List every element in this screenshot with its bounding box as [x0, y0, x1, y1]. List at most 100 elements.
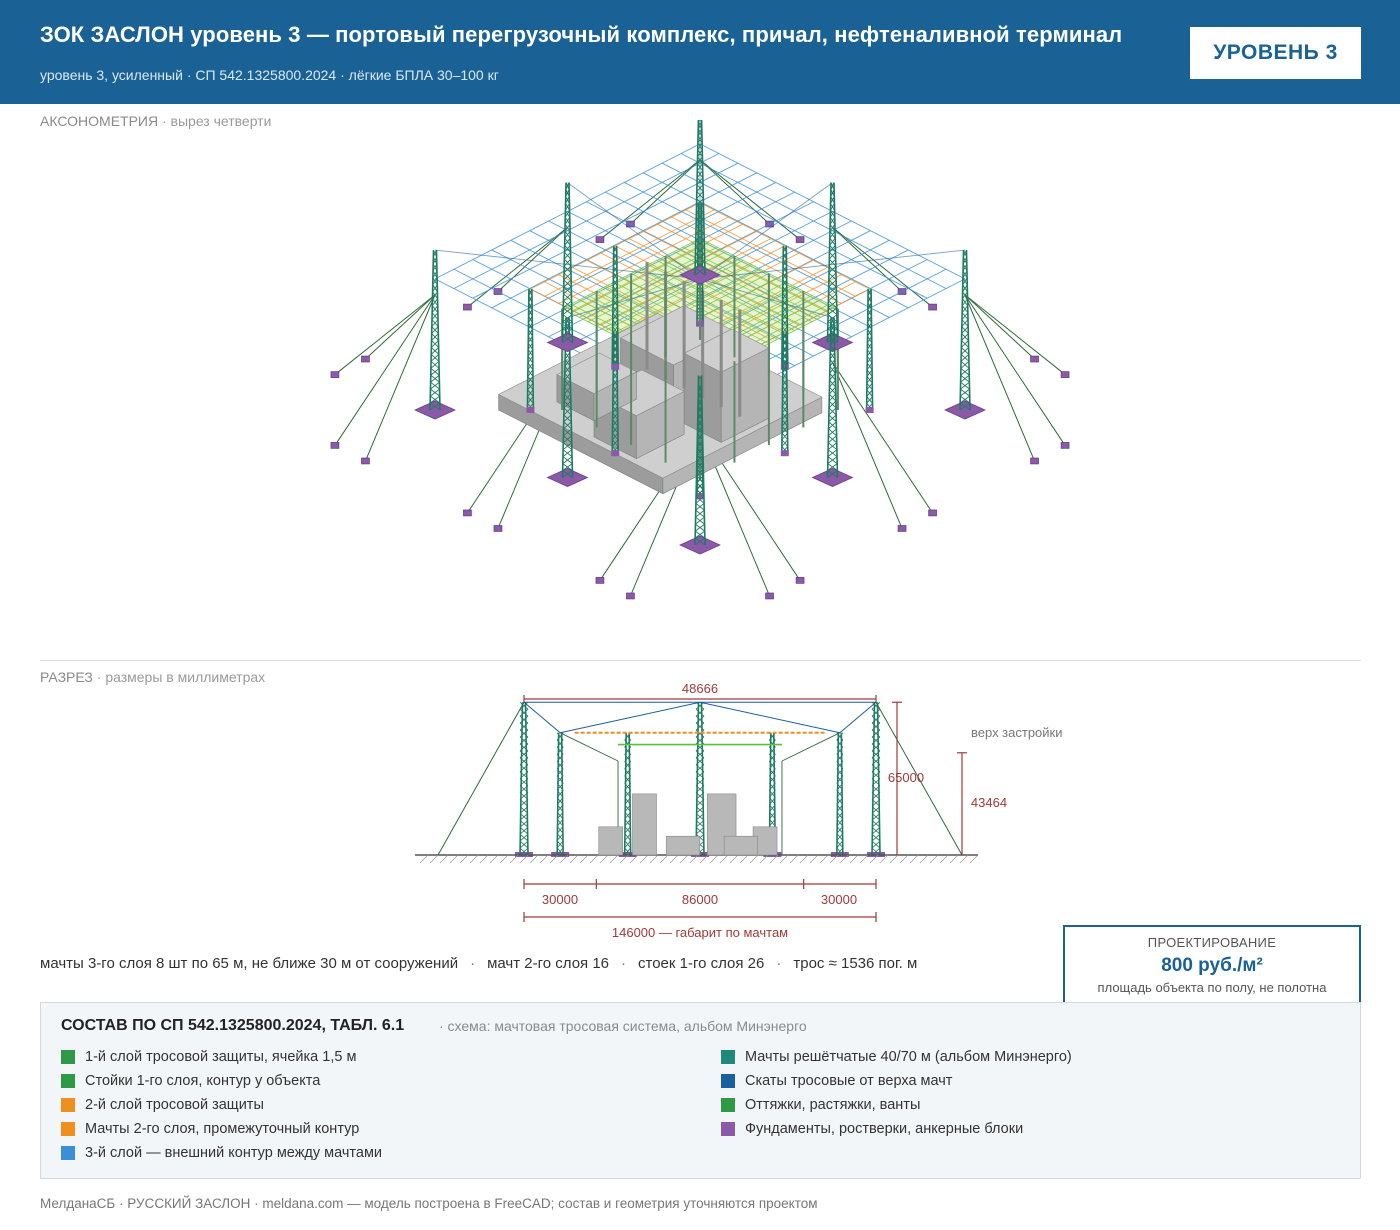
iso-mast-layer3-brace — [430, 360, 440, 369]
iso-guy-wire — [699, 159, 770, 225]
section-mast-leg — [871, 702, 876, 856]
section-mast-leg — [628, 732, 632, 856]
iso-mast-layer3-brace — [696, 454, 704, 462]
stat-masts-layer3: мачты 3-го слоя 8 шт по 65 м, не ближе 3… — [40, 955, 459, 972]
iso-mast-layer3-brace — [432, 263, 438, 272]
section-mast-leg — [560, 732, 564, 856]
iso-mast-layer2-brace — [612, 385, 618, 393]
iso-mast-layer3-brace — [697, 128, 703, 137]
iso-mast-layer2-brace — [612, 412, 619, 420]
section-mast-brace — [624, 840, 631, 849]
iso-guy-wire — [699, 159, 801, 240]
iso-mast-layer3-brace — [695, 239, 705, 248]
iso-mast-layer3-brace — [430, 374, 440, 383]
section-ground-hatch — [419, 854, 429, 864]
composition-legend: СОСТАВ ПО СП 542.1325800.2024, ТАБЛ. 6.1… — [40, 1002, 1361, 1179]
iso-mast-layer2-brace — [528, 309, 533, 317]
iso-mast-layer3-brace — [697, 412, 703, 421]
section-mast-leg — [700, 702, 705, 856]
iso-mast-layer3-leg — [561, 182, 567, 343]
iso-mast-layer3-brace — [828, 293, 837, 302]
iso-mast-layer2-brace — [612, 379, 618, 387]
iso-mast-layer3-brace — [960, 367, 970, 376]
iso-mast-layer2-brace — [867, 315, 872, 323]
section-guy-wire — [875, 702, 963, 856]
iso-mast-layer3-leg — [568, 182, 574, 343]
price-label: ПРОЕКТИРОВАНИЕ — [1147, 935, 1277, 950]
dim-right-offset: 30000 — [821, 892, 857, 907]
iso-mast-layer2-brace — [782, 252, 787, 260]
iso-mast-layer2-brace — [527, 389, 534, 397]
iso-mast-layer3-brace — [431, 312, 439, 320]
iso-mast-layer3-brace — [695, 495, 705, 504]
iso-mast-layer3-brace — [562, 442, 573, 451]
iso-mast-layer2-brace — [612, 292, 618, 300]
iso-anchor-block — [361, 457, 370, 465]
iso-mast-layer3-brace — [563, 435, 573, 444]
section-ground-hatch — [439, 854, 449, 864]
iso-mast-layer3-brace — [829, 244, 836, 253]
iso-mast-layer3-brace — [828, 435, 838, 444]
legend-column-right: Мачты решётчатые 40/70 м (альбом Минэнер… — [721, 1045, 1072, 1141]
section-slope-cable — [839, 701, 877, 734]
section-ground-hatch — [659, 854, 669, 864]
section-ground-hatch — [969, 854, 979, 864]
iso-mast-layer2-brace — [782, 285, 788, 294]
iso-mast-layer3-brace — [563, 293, 572, 302]
legend-swatch — [61, 1098, 75, 1112]
section-ground-hatch — [789, 854, 799, 864]
iso-anchor-block — [361, 355, 370, 363]
iso-anchor-block — [330, 442, 340, 449]
iso-mast-layer2-brace — [612, 353, 619, 361]
iso-slope-cable — [699, 249, 966, 280]
iso-slope-cable — [567, 278, 701, 319]
legend-item-label: Мачты 2-го слоя, промежуточный контур — [85, 1121, 360, 1137]
stats-line: мачты 3-го слоя 8 шт по 65 м, не ближе 3… — [40, 955, 917, 972]
iso-mast-layer3-brace — [829, 217, 836, 225]
iso-mast-layer3-brace — [829, 365, 836, 374]
iso-mast-layer2-brace — [866, 356, 873, 364]
iso-mast-layer3-brace — [696, 440, 704, 448]
iso-mast-layer2-brace — [866, 362, 873, 370]
iso-mast-layer3-brace — [829, 224, 836, 232]
iso-foundation — [414, 400, 456, 420]
section-ground-hatch — [629, 854, 639, 864]
iso-mast-layer2-brace — [781, 432, 788, 441]
section-ground-hatch — [579, 854, 589, 864]
iso-mast-layer3-brace — [962, 298, 969, 306]
iso-mast-layer2-brace — [782, 385, 788, 393]
legend-swatch — [61, 1122, 75, 1136]
iso-mast-layer2-brace — [782, 405, 788, 414]
iso-mast-layer3-brace — [698, 384, 703, 393]
section-mast-brace — [836, 840, 844, 849]
iso-mast-layer3-brace — [828, 300, 838, 309]
iso-anchor-block — [865, 407, 874, 413]
axonometric-view — [330, 114, 1070, 645]
iso-anchor-block — [928, 303, 937, 311]
section-mast-leg — [623, 732, 627, 856]
iso-mast-layer2-brace — [782, 319, 788, 327]
iso-mast-layer3-brace — [695, 502, 705, 511]
section-ground-hatch — [759, 854, 769, 864]
iso-mast-layer2-brace — [528, 315, 533, 323]
iso-mast-layer3-brace — [828, 421, 837, 430]
iso-mast-layer2-brace — [867, 295, 872, 303]
iso-mast-layer3-brace — [828, 279, 837, 288]
iso-mast-layer3-brace — [432, 256, 438, 265]
iso-mast-layer3-brace — [564, 365, 571, 374]
iso-mast-layer2-brace — [782, 279, 788, 287]
iso-mast-layer3-brace — [564, 237, 571, 246]
iso-mast-layer3-brace — [961, 347, 970, 355]
iso-mast-layer3-brace — [564, 386, 572, 395]
iso-mast-layer2-brace — [612, 432, 619, 441]
iso-anchor-block — [765, 592, 774, 600]
iso-mast-layer3-brace — [827, 442, 838, 451]
section-ground-hatch — [569, 854, 579, 864]
iso-mast-layer3-brace — [695, 232, 705, 241]
iso-mast-layer2-brace — [867, 335, 873, 344]
iso-mast-layer2-brace — [781, 412, 788, 420]
section-mast-brace — [556, 840, 564, 849]
iso-mast-layer2-brace — [613, 259, 618, 267]
iso-mast-layer3-brace — [963, 249, 968, 258]
section-ground-hatch — [519, 854, 529, 864]
